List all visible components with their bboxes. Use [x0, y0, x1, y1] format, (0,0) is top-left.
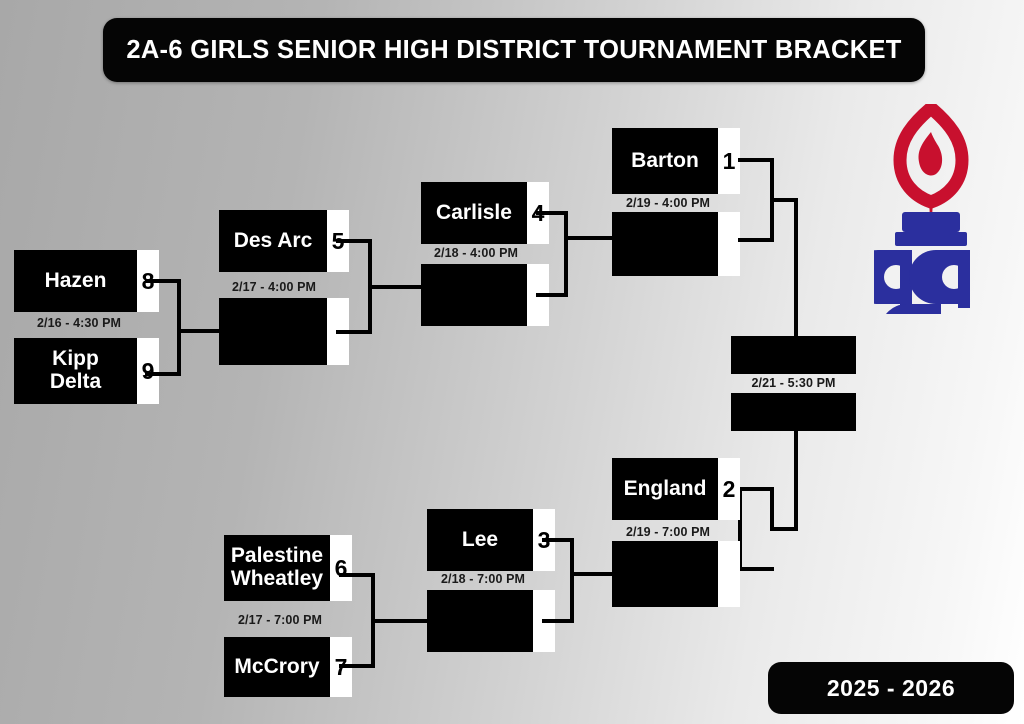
- aaa-logo-svg: [851, 99, 970, 358]
- team-name-box: [731, 393, 856, 431]
- team-name-box: [219, 298, 327, 365]
- bracket-slot-mccrory[interactable]: McCrory 7: [224, 637, 352, 697]
- team-name: Hazen: [44, 268, 107, 292]
- connector-line: [794, 429, 798, 529]
- game-time-g3: 2/17 - 7:00 PM: [237, 613, 323, 627]
- connector-line: [536, 293, 568, 297]
- connector-line: [738, 238, 774, 242]
- torch-base-shape: [895, 212, 967, 246]
- bracket-slot-champion-top[interactable]: [731, 336, 856, 374]
- connector-line: [145, 372, 181, 376]
- seed-box: 9: [137, 338, 159, 404]
- team-name-box: Hazen: [14, 250, 137, 312]
- bracket-slot-england[interactable]: England 2: [612, 458, 740, 520]
- game-time-g5: 2/18 - 7:00 PM: [440, 572, 526, 586]
- team-name: Palestine Wheatley: [230, 544, 324, 590]
- seed-box: [718, 541, 740, 607]
- connector-line: [371, 619, 429, 623]
- game-time-g8: 2/21 - 5:30 PM: [751, 376, 836, 390]
- season-badge: 2025 - 2026: [768, 662, 1014, 714]
- connector-line: [339, 573, 375, 577]
- connector-line: [339, 664, 375, 668]
- seed-box: 6: [330, 535, 352, 601]
- team-name: Lee: [461, 527, 499, 551]
- bracket-slot-carlisle-opponent[interactable]: [421, 264, 549, 326]
- connector-line: [368, 285, 422, 289]
- team-name: Kipp Delta: [49, 347, 102, 393]
- connector-line: [738, 567, 774, 571]
- connector-line: [738, 487, 774, 491]
- season-label: 2025 - 2026: [826, 674, 956, 701]
- team-name: Barton: [631, 148, 699, 172]
- seed-number: 2: [722, 475, 736, 502]
- bracket-slot-carlisle[interactable]: Carlisle 4: [421, 182, 549, 244]
- team-name-box: England: [612, 458, 718, 520]
- connector-line: [177, 279, 181, 376]
- bracket-slot-lee-opponent[interactable]: [427, 590, 555, 652]
- game-time-g4: 2/18 - 4:00 PM: [433, 246, 519, 260]
- bracket-slot-barton-opponent[interactable]: [612, 212, 740, 276]
- game-time-g2: 2/17 - 4:00 PM: [231, 280, 317, 294]
- seed-box: 1: [718, 128, 740, 194]
- team-name-box: [731, 336, 856, 374]
- team-name-box: [427, 590, 533, 652]
- team-name: England: [623, 476, 707, 500]
- connector-line: [542, 619, 574, 623]
- team-name-box: Palestine Wheatley: [224, 535, 330, 601]
- seed-box: 2: [718, 458, 740, 520]
- connector-line: [770, 487, 774, 531]
- team-name-box: Barton: [612, 128, 718, 194]
- bracket-slot-lee[interactable]: Lee 3: [427, 509, 555, 571]
- game-time-g6: 2/19 - 4:00 PM: [625, 196, 711, 210]
- team-name-box: [421, 264, 527, 326]
- bracket-slot-palestine-wheatley[interactable]: Palestine Wheatley 6: [224, 535, 352, 601]
- team-name: Carlisle: [436, 200, 512, 224]
- connector-line: [145, 279, 181, 283]
- page-title-banner: 2A-6 GIRLS SENIOR HIGH DISTRICT TOURNAME…: [103, 18, 925, 82]
- connector-line: [738, 487, 742, 571]
- bracket-slot-des-arc[interactable]: Des Arc 5: [219, 210, 349, 272]
- connector-line: [177, 329, 222, 333]
- team-name-box: [612, 212, 718, 276]
- connector-line: [570, 538, 574, 623]
- connector-line: [536, 211, 568, 215]
- team-name-box: Carlisle: [421, 182, 527, 244]
- aaa-torch-logo: [851, 99, 988, 358]
- flame-icon: [893, 99, 969, 218]
- page-title: 2A-6 GIRLS SENIOR HIGH DISTRICT TOURNAME…: [126, 35, 902, 64]
- seed-box: [718, 212, 740, 276]
- connector-line: [570, 572, 618, 576]
- game-time-g1: 2/16 - 4:30 PM: [36, 316, 122, 330]
- connector-line: [794, 198, 798, 338]
- connector-line: [564, 236, 616, 240]
- team-name: McCrory: [234, 654, 320, 678]
- bracket-slot-kipp-delta[interactable]: Kipp Delta 9: [14, 338, 159, 404]
- bracket-slot-champion-bottom[interactable]: [731, 393, 856, 431]
- seed-number: 9: [141, 357, 155, 384]
- bracket-slot-england-opponent[interactable]: [612, 541, 740, 607]
- team-name-box: McCrory: [224, 637, 330, 697]
- bracket-slot-barton[interactable]: Barton 1: [612, 128, 740, 194]
- connector-line: [738, 158, 774, 162]
- team-name-box: [612, 541, 718, 607]
- bracket-slot-hazen[interactable]: Hazen 8: [14, 250, 159, 312]
- team-name-box: Lee: [427, 509, 533, 571]
- team-name-box: Kipp Delta: [14, 338, 137, 404]
- connector-line: [336, 330, 372, 334]
- connector-line: [542, 538, 574, 542]
- game-time-g7: 2/19 - 7:00 PM: [625, 525, 711, 539]
- connector-line: [564, 211, 568, 297]
- connector-line: [770, 198, 798, 202]
- connector-line: [336, 239, 372, 243]
- bracket-slot-des-arc-opponent[interactable]: [219, 298, 349, 365]
- aaa-letters: [851, 250, 970, 358]
- seed-number: 1: [722, 147, 736, 174]
- team-name-box: Des Arc: [219, 210, 327, 272]
- team-name: Des Arc: [233, 228, 313, 252]
- connector-line: [770, 527, 798, 531]
